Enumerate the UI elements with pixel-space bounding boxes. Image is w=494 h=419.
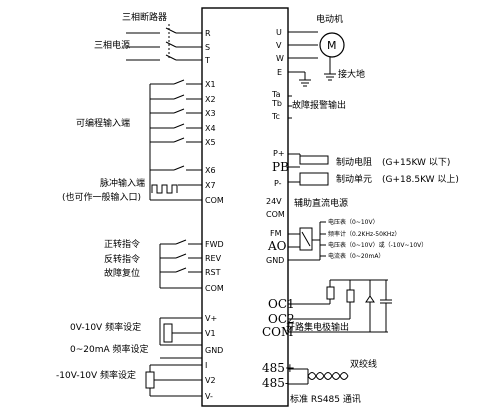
programmable-input-switches bbox=[149, 79, 202, 201]
terminal-24V: 24V bbox=[266, 197, 282, 206]
motor-symbol: M bbox=[327, 39, 337, 52]
inverter-body bbox=[201, 7, 289, 407]
breaker-label: 三相断路器 bbox=[122, 11, 167, 23]
terminal-R: R bbox=[205, 29, 211, 38]
oc-output-label: 开路集电极输出 bbox=[286, 321, 349, 333]
terminal-485+: 485+ bbox=[262, 361, 295, 375]
terminal-OC2: OC2 bbox=[268, 312, 295, 326]
meter-freq-label: 频率计（0.2KHz-50KHz） bbox=[328, 230, 401, 238]
terminal-X2: X2 bbox=[205, 95, 216, 104]
terminal-P+: P+ bbox=[273, 149, 285, 158]
meter-ma-label: 电流表（0~20mA） bbox=[328, 252, 384, 260]
brake-unit-label: 制动单元 bbox=[336, 173, 372, 185]
freq-0-20ma-label: 0~20mA 频率设定 bbox=[70, 343, 149, 355]
pulse-input-note: (也可作一般输入口) bbox=[62, 191, 141, 203]
power-label: 三相电源 bbox=[94, 39, 130, 51]
run-command-switches bbox=[159, 239, 202, 289]
terminal-X6: X6 bbox=[205, 166, 216, 175]
brake-unit-spec: (G+18.5KW 以上) bbox=[382, 174, 459, 185]
analog-output-wiring bbox=[288, 221, 326, 261]
terminal-V-: V- bbox=[205, 392, 213, 401]
terminal-X5: X5 bbox=[205, 138, 216, 147]
open-collector-wiring bbox=[288, 279, 392, 333]
terminal-AO: AO bbox=[267, 239, 287, 253]
ground-label: 接大地 bbox=[338, 68, 365, 80]
terminal-OC1: OC1 bbox=[268, 297, 295, 311]
terminal-Tb: Tb bbox=[271, 99, 282, 108]
terminal-V1: V1 bbox=[205, 329, 216, 338]
freq-pm10v-label: -10V-10V 频率设定 bbox=[56, 369, 136, 381]
terminal-T: T bbox=[204, 56, 210, 65]
terminal-W: W bbox=[276, 54, 284, 63]
pulse-waveform-icon bbox=[151, 184, 178, 194]
motor-label: 电动机 bbox=[316, 13, 343, 25]
fault-output-label: 故障报警输出 bbox=[292, 99, 346, 111]
fault-relay-wiring bbox=[288, 95, 292, 119]
terminal-COM-1: COM bbox=[205, 196, 224, 205]
terminal-Ta: Ta bbox=[271, 90, 281, 99]
motor-circle bbox=[319, 32, 345, 58]
power-input-lines bbox=[126, 24, 202, 61]
terminal-485-: 485- bbox=[262, 376, 289, 390]
terminal-I: I bbox=[205, 361, 207, 370]
terminal-COM-oc: COM bbox=[262, 325, 293, 339]
meter-v-label: 电压表（0~10V） bbox=[328, 218, 379, 226]
pulse-input-label: 脉冲输入端 bbox=[100, 177, 145, 189]
terminal-U: U bbox=[276, 28, 282, 37]
brake-wiring bbox=[288, 153, 329, 186]
terminal-V: V bbox=[276, 41, 282, 50]
programmable-inputs-label: 可编程输入端 bbox=[76, 117, 130, 129]
terminal-X4: X4 bbox=[205, 124, 216, 133]
rs485-comm-label: 标准 RS485 通讯 bbox=[290, 393, 361, 405]
terminal-FWD: FWD bbox=[205, 240, 224, 249]
terminal-COM-2: COM bbox=[205, 284, 224, 293]
terminal-PB: PB bbox=[272, 160, 289, 174]
terminal-V+: V+ bbox=[205, 314, 217, 323]
analog-input-wiring bbox=[145, 317, 202, 397]
terminal-E: E bbox=[277, 68, 282, 77]
terminal-RST: RST bbox=[205, 268, 221, 277]
brake-resistor-spec: (G+15KW 以下) bbox=[382, 158, 450, 168]
rs485-wiring bbox=[288, 368, 349, 385]
terminal-S: S bbox=[205, 43, 210, 52]
brake-resistor-label: 制动电阻 bbox=[336, 156, 372, 168]
meter-i-label: 电压表（0~10V）或（-10V~10V） bbox=[328, 241, 427, 249]
terminal-GND-out: GND bbox=[266, 256, 284, 265]
terminal-Tc: Tc bbox=[271, 112, 280, 121]
forward-label: 正转指令 bbox=[104, 238, 140, 250]
motor-wiring bbox=[288, 31, 336, 87]
terminal-X3: X3 bbox=[205, 109, 216, 118]
twisted-pair-label: 双绞线 bbox=[350, 358, 377, 370]
terminal-REV: REV bbox=[205, 254, 222, 263]
terminal-GND: GND bbox=[205, 346, 223, 355]
aux-dc-label: 辅助直流电源 bbox=[294, 197, 348, 209]
terminal-FM: FM bbox=[270, 229, 282, 238]
terminal-V2: V2 bbox=[205, 376, 216, 385]
terminal-P-: P- bbox=[274, 179, 282, 188]
fault-reset-label: 故障复位 bbox=[104, 267, 140, 279]
terminal-COM-aux: COM bbox=[266, 210, 285, 219]
terminal-X7: X7 bbox=[205, 181, 216, 190]
freq-0-10v-label: 0V-10V 频率设定 bbox=[70, 321, 141, 333]
terminal-X1: X1 bbox=[205, 80, 216, 89]
reverse-label: 反转指令 bbox=[104, 253, 140, 265]
